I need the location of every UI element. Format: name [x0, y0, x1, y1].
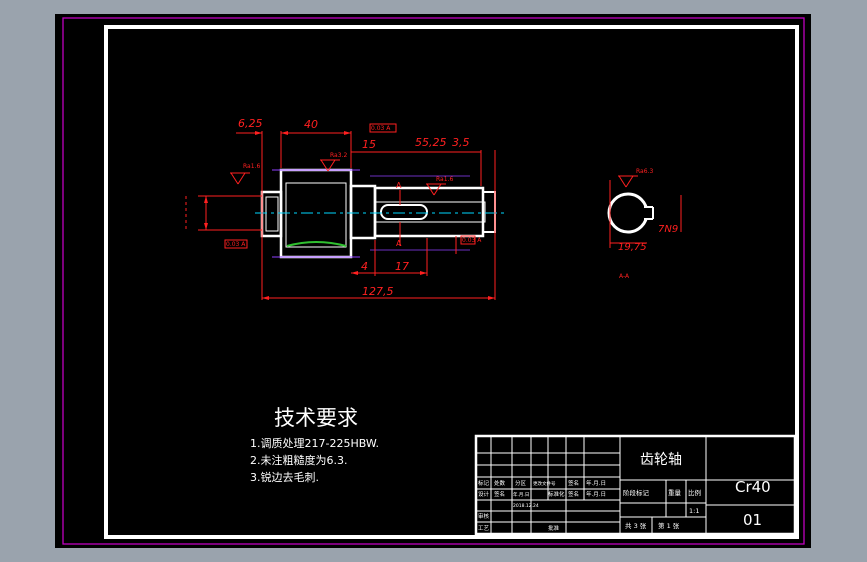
sheets-total: 共 3 张: [625, 521, 647, 530]
dim-3-5: 3,5: [452, 136, 470, 149]
shaft-view: 6,25 40 15 55,25 3,5 4 17 127,5 Ra1.6 Ra…: [185, 117, 505, 300]
drawing-number: 01: [743, 511, 762, 529]
left-journal-inner: [265, 196, 279, 232]
section-circle: [607, 192, 649, 234]
ratio-label: 比例: [688, 488, 701, 497]
title-block: 齿轮轴 Cr40 01 阶段标记 重量 比例 1:1 共 3 张 第 1 张 标…: [474, 434, 797, 536]
header-cell: 年.月.日: [586, 479, 606, 487]
design-cell: 年.月.日: [513, 491, 529, 498]
tech-requirements: 技术要求 1.调质处理217-225HBW. 2.未注粗糙度为6.3. 3.锐边…: [250, 406, 379, 484]
roughness-label: Ra6.3: [636, 168, 653, 175]
dim-19-75: 19,75: [618, 242, 647, 253]
sheet-number: 第 1 张: [658, 521, 680, 530]
inner-frame-border: [104, 25, 799, 539]
design-cell: 标准化: [548, 490, 565, 498]
design-cell: 签名: [568, 490, 579, 498]
shaft-main: [373, 186, 485, 238]
stage-mark-label: 阶段标记: [623, 488, 650, 497]
dimension-arrows: [204, 131, 495, 300]
dim-127-5: 127,5: [362, 285, 394, 298]
tolerance-frame: 0.03 A: [226, 241, 246, 248]
section-mark: A: [396, 239, 402, 248]
material: Cr40: [735, 478, 771, 496]
shaft-collar: [349, 184, 377, 240]
tech-item: 2.未注粗糙度为6.3.: [250, 453, 348, 467]
roughness-label: Ra1.6: [436, 176, 453, 183]
dim-7n9: 7N9: [658, 224, 678, 235]
tech-item: 3.锐边去毛刺.: [250, 470, 319, 484]
header-cell: 签名: [568, 479, 579, 487]
process-label: 工艺: [478, 525, 490, 532]
header-cell: 分区: [515, 479, 527, 487]
roughness-label: Ra3.2: [330, 152, 347, 159]
section-view-a-a: Ra6.3 19,75 7N9 A-A: [607, 168, 682, 280]
dim-55-25: 55,25: [415, 136, 447, 149]
design-cell: 签名: [494, 490, 505, 498]
dim-17: 17: [395, 260, 409, 273]
header-cell: 更改文件号: [533, 480, 556, 487]
section-label: A-A: [619, 273, 630, 280]
part-name: 齿轮轴: [640, 452, 682, 468]
shaft-core: [374, 201, 486, 223]
design-cell: 设计: [478, 490, 490, 498]
gear-hub: [285, 182, 347, 248]
tolerance-frame: 0.03 A: [462, 237, 482, 244]
approve-label: 批准: [548, 524, 560, 532]
keyway-cut: [642, 207, 654, 219]
model-space: [55, 14, 811, 548]
weight-label: 重量: [668, 489, 682, 497]
keyway-slot: [380, 204, 428, 220]
header-cell: 标记: [478, 479, 490, 487]
roughness-label: Ra1.6: [243, 163, 260, 170]
scale-value: 1:1: [689, 507, 699, 515]
outer-sheet-border: [62, 17, 805, 545]
tech-title: 技术要求: [274, 406, 358, 430]
header-cell: 处数: [494, 479, 506, 487]
dimension-lines: [185, 123, 496, 300]
tolerance-frame: 0.03 A: [371, 125, 391, 132]
design-cell: 年.月.日: [586, 490, 606, 498]
dim-4: 4: [361, 260, 368, 273]
review-label: 审核: [478, 512, 490, 520]
dim-15: 15: [362, 138, 376, 151]
dim-6-25: 6,25: [238, 117, 263, 130]
section-mark: A: [396, 181, 402, 190]
gear-tooth-arc: [286, 241, 347, 247]
design-date: 2018.12.24: [513, 503, 539, 509]
dim-40: 40: [304, 118, 318, 131]
tech-item: 1.调质处理217-225HBW.: [250, 437, 379, 450]
